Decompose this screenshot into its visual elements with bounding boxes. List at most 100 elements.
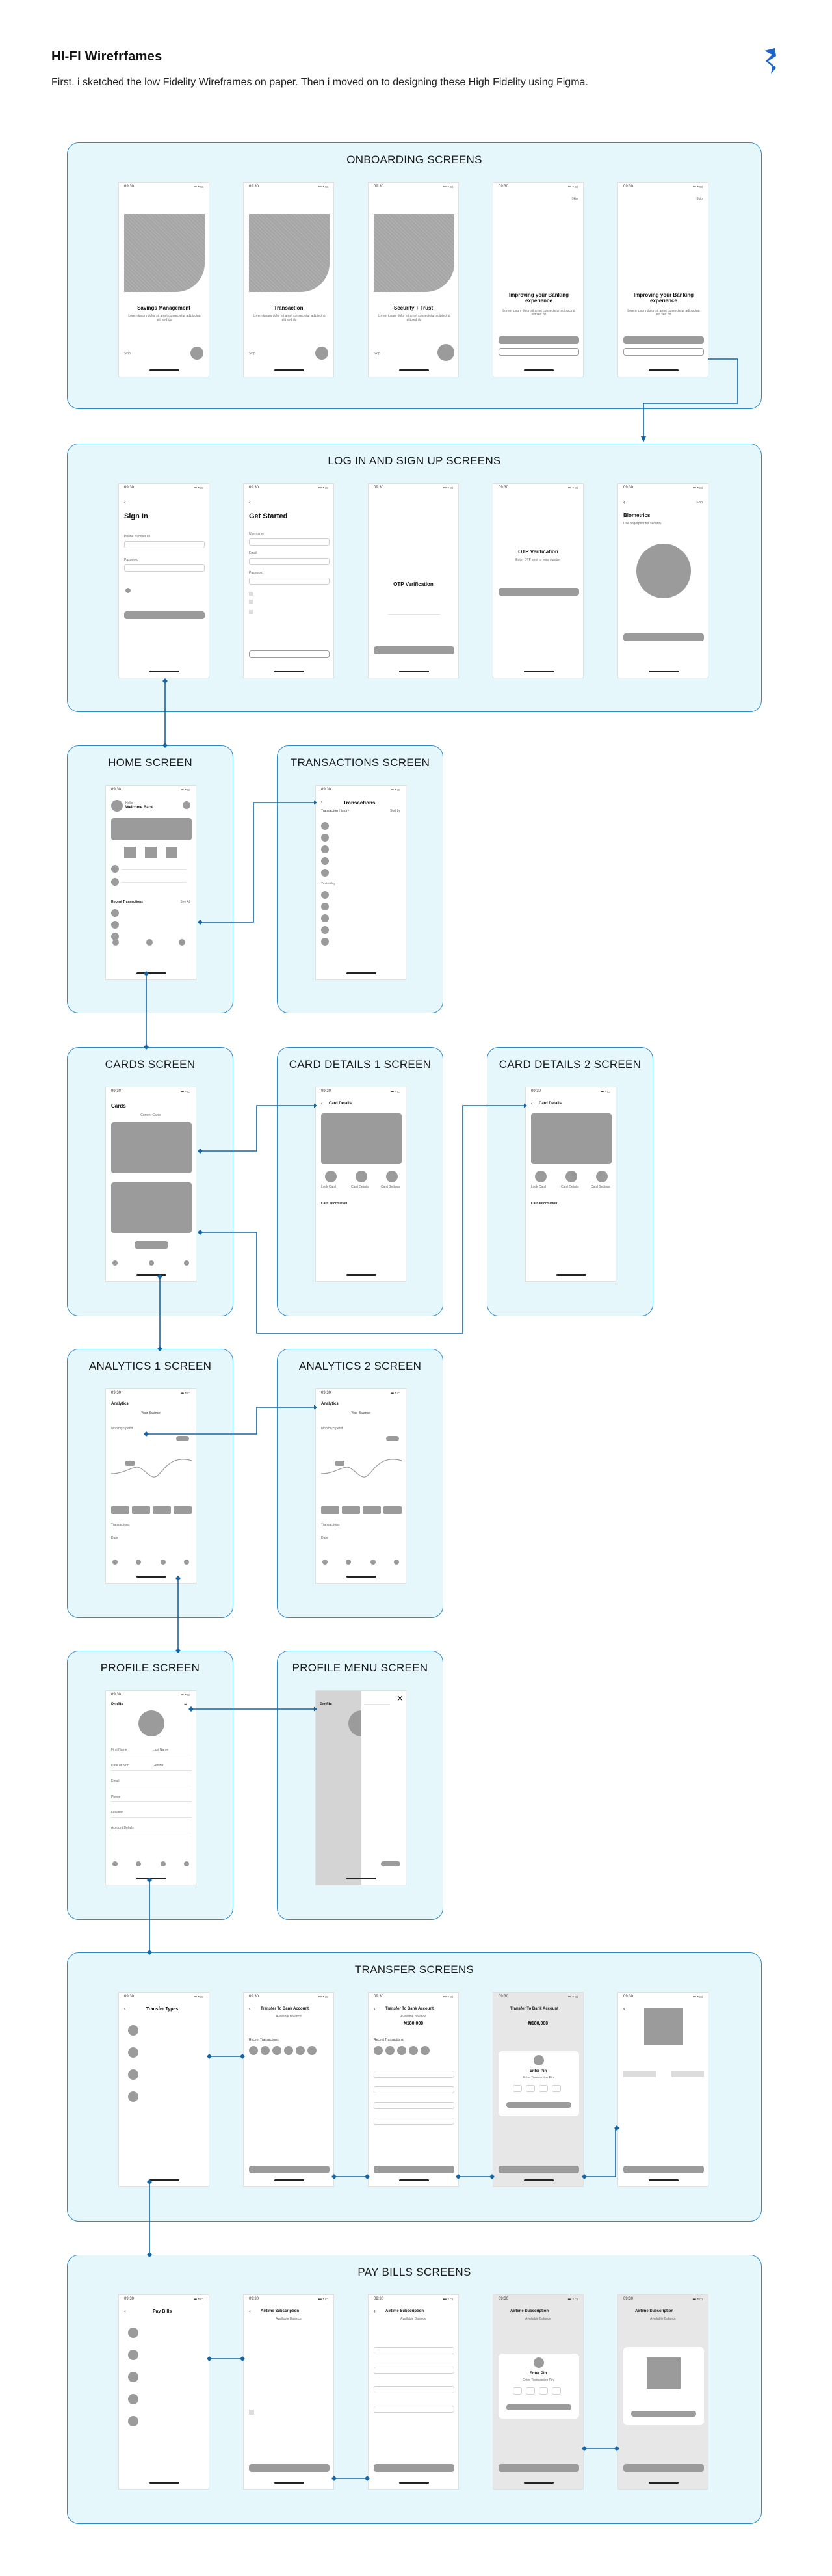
next-button[interactable] bbox=[315, 347, 328, 360]
section-title: CARD DETAILS 1 SCREEN bbox=[289, 1058, 432, 1070]
continue-button[interactable] bbox=[374, 2464, 454, 2472]
verify-button[interactable] bbox=[374, 646, 454, 654]
email-input[interactable] bbox=[249, 558, 330, 565]
get-started-button[interactable] bbox=[499, 336, 579, 344]
pin-digit[interactable] bbox=[513, 2387, 522, 2395]
continue-button[interactable] bbox=[249, 650, 330, 658]
pin-digit[interactable] bbox=[539, 2387, 548, 2395]
continue-button[interactable] bbox=[374, 2166, 454, 2173]
back-arrow-icon[interactable]: ‹ bbox=[124, 499, 126, 505]
pin-digit[interactable] bbox=[552, 2085, 561, 2092]
airtime-pin-phone: 09:30▪▪▪ ◔ ▭ Airtime Subscription Availa… bbox=[493, 2294, 584, 2490]
continue-button[interactable] bbox=[623, 2464, 704, 2472]
back-arrow-icon[interactable]: ‹ bbox=[623, 499, 625, 505]
add-card-button[interactable] bbox=[135, 1241, 168, 1249]
confirm-pin-button[interactable] bbox=[506, 2404, 571, 2410]
notification-icon[interactable] bbox=[183, 801, 190, 809]
done-button[interactable] bbox=[631, 2411, 696, 2417]
card-item[interactable] bbox=[111, 1122, 192, 1173]
analytics-1-phone: 09:30▪▪▪ ◔ ▭ Analytics Your Balance Mont… bbox=[105, 1388, 196, 1584]
card-details-button[interactable] bbox=[356, 1171, 367, 1182]
skip-link[interactable]: Skip bbox=[374, 352, 380, 356]
next-button[interactable] bbox=[190, 347, 203, 360]
sign-in-button[interactable] bbox=[623, 348, 704, 356]
continue-button[interactable] bbox=[249, 2166, 330, 2173]
pin-digit[interactable] bbox=[552, 2387, 561, 2395]
get-started-button[interactable] bbox=[623, 336, 704, 344]
section-title: ONBOARDING SCREENS bbox=[346, 153, 482, 166]
phone-input[interactable] bbox=[124, 541, 205, 548]
card-item[interactable] bbox=[111, 1182, 192, 1233]
transfer-type-item[interactable] bbox=[128, 2091, 138, 2102]
sign-in-button[interactable] bbox=[124, 611, 205, 619]
balance-card[interactable] bbox=[111, 818, 192, 840]
pin-digit[interactable] bbox=[539, 2085, 548, 2092]
menu-icon[interactable]: ≡ bbox=[184, 1701, 187, 1707]
bill-type-item[interactable] bbox=[128, 2328, 138, 2338]
tab-home[interactable] bbox=[112, 939, 119, 946]
back-arrow-icon[interactable]: ‹ bbox=[124, 2006, 126, 2012]
bill-type-item[interactable] bbox=[128, 2350, 138, 2360]
transfer-type-item[interactable] bbox=[128, 2025, 138, 2036]
quick-action[interactable] bbox=[124, 847, 136, 858]
bill-type-item[interactable] bbox=[128, 2372, 138, 2382]
back-arrow-icon[interactable]: ‹ bbox=[531, 1100, 533, 1106]
bill-type-item[interactable] bbox=[128, 2394, 138, 2404]
fingerprint-icon[interactable] bbox=[636, 544, 691, 598]
next-button[interactable] bbox=[437, 344, 454, 361]
screen-title: Transactions bbox=[343, 800, 376, 806]
analytics-2-phone: 09:30▪▪▪ ◔ ▭ Analytics Your Balance Mont… bbox=[315, 1388, 406, 1584]
password-input[interactable] bbox=[249, 578, 330, 585]
pin-digit[interactable] bbox=[526, 2085, 535, 2092]
logout-button[interactable] bbox=[381, 1861, 400, 1866]
back-arrow-icon[interactable]: ‹ bbox=[249, 2006, 251, 2012]
transfer-type-item[interactable] bbox=[128, 2069, 138, 2080]
quick-action[interactable] bbox=[166, 847, 177, 858]
close-icon[interactable]: ✕ bbox=[396, 1693, 404, 1703]
otp-phone-2: 09:30▪▪▪ ◔ ▭ OTP Verification Enter OTP … bbox=[493, 483, 584, 678]
back-arrow-icon[interactable]: ‹ bbox=[249, 499, 251, 505]
avatar[interactable] bbox=[111, 800, 123, 812]
back-arrow-icon[interactable]: ‹ bbox=[321, 1100, 323, 1106]
back-arrow-icon[interactable]: ‹ bbox=[124, 2308, 126, 2314]
quick-action[interactable] bbox=[145, 847, 157, 858]
fingerprint-icon[interactable] bbox=[125, 588, 131, 593]
sign-in-button[interactable] bbox=[499, 348, 579, 356]
period-toggle[interactable] bbox=[176, 1436, 189, 1441]
verify-button[interactable] bbox=[499, 588, 579, 596]
card-settings-button[interactable] bbox=[386, 1171, 398, 1182]
done-button[interactable] bbox=[623, 2166, 704, 2173]
continue-button[interactable] bbox=[499, 2166, 579, 2173]
username-input[interactable] bbox=[249, 538, 330, 546]
skip-link[interactable]: Skip bbox=[696, 501, 703, 505]
card-settings-button[interactable] bbox=[596, 1171, 608, 1182]
back-arrow-icon[interactable]: ‹ bbox=[321, 799, 323, 804]
skip-link[interactable]: Skip bbox=[124, 352, 131, 356]
back-arrow-icon[interactable]: ‹ bbox=[249, 2308, 251, 2314]
enable-button[interactable] bbox=[623, 633, 704, 641]
tab-cards[interactable] bbox=[146, 939, 153, 946]
bill-type-item[interactable] bbox=[128, 2416, 138, 2426]
back-arrow-icon[interactable]: ‹ bbox=[374, 2308, 376, 2314]
skip-link[interactable]: Skip bbox=[249, 352, 255, 356]
pin-digit[interactable] bbox=[526, 2387, 535, 2395]
confirm-pin-button[interactable] bbox=[506, 2102, 571, 2108]
period-toggle[interactable] bbox=[386, 1436, 399, 1441]
card-details-button[interactable] bbox=[566, 1171, 577, 1182]
continue-button[interactable] bbox=[249, 2464, 330, 2472]
back-arrow-icon[interactable]: ‹ bbox=[623, 2006, 625, 2012]
continue-button[interactable] bbox=[499, 2464, 579, 2472]
tab-profile[interactable] bbox=[179, 939, 185, 946]
back-arrow-icon[interactable]: ‹ bbox=[374, 2006, 376, 2012]
slide-title: Savings Management bbox=[137, 305, 190, 311]
pin-digit[interactable] bbox=[513, 2085, 522, 2092]
see-all-link[interactable]: See All bbox=[180, 900, 190, 904]
lock-card-button[interactable] bbox=[325, 1171, 337, 1182]
password-input[interactable] bbox=[124, 564, 205, 572]
screen-title: OTP Verification bbox=[393, 581, 434, 587]
lock-card-button[interactable] bbox=[535, 1171, 547, 1182]
sort-dropdown[interactable]: Sort by bbox=[390, 809, 400, 813]
section-title: CARD DETAILS 2 SCREEN bbox=[499, 1058, 642, 1070]
transfer-type-item[interactable] bbox=[128, 2047, 138, 2058]
avatar[interactable] bbox=[138, 1710, 164, 1736]
